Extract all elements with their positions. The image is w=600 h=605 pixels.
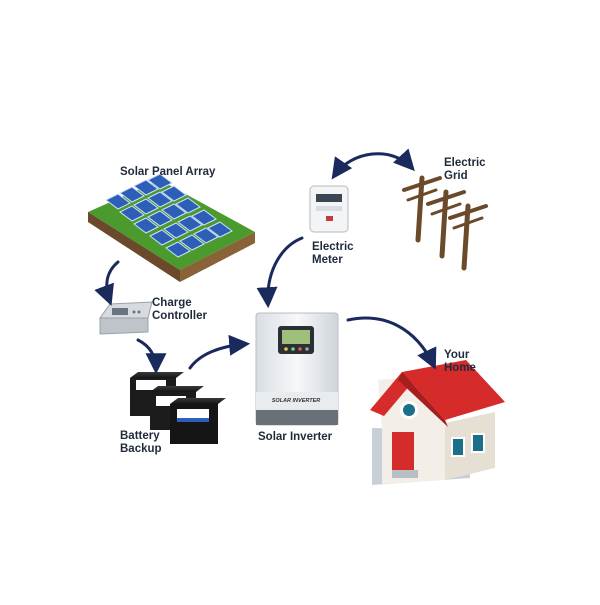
electric-grid-icon bbox=[402, 175, 488, 271]
label-charge-controller: Charge Controller bbox=[152, 297, 207, 323]
label-electric-meter: Electric Meter bbox=[312, 241, 354, 267]
arrow-meter-to-inverter bbox=[256, 236, 304, 309]
label-electric-grid-line2: Grid bbox=[444, 170, 468, 182]
arrow-battery-to-inverter bbox=[188, 334, 251, 370]
label-battery-backup-line2: Backup bbox=[120, 443, 162, 455]
label-electric-grid-line1: Electric bbox=[444, 157, 486, 169]
label-solar-panel-array-text: Solar Panel Array bbox=[120, 166, 216, 178]
label-battery-backup: Battery Backup bbox=[120, 430, 162, 456]
arrow-panel-to-controller bbox=[94, 260, 120, 306]
house-icon bbox=[370, 360, 505, 485]
label-battery-backup-line1: Battery bbox=[120, 430, 160, 442]
electric-meter-icon bbox=[309, 185, 349, 233]
label-your-home: Your Home bbox=[444, 349, 476, 375]
solar-inverter-icon: SOLAR INVERTER bbox=[255, 312, 339, 426]
arrow-grid-meter-bidirectional bbox=[331, 148, 415, 180]
arrow-controller-to-battery bbox=[136, 338, 167, 375]
label-your-home-line2: Home bbox=[444, 362, 476, 374]
arrow-inverter-to-home bbox=[346, 316, 437, 370]
label-charge-controller-line1: Charge bbox=[152, 297, 192, 309]
label-electric-meter-line2: Meter bbox=[312, 254, 343, 266]
label-solar-inverter: Solar Inverter bbox=[258, 431, 332, 444]
battery-backup-icon bbox=[130, 372, 226, 444]
label-electric-meter-line1: Electric bbox=[312, 241, 354, 253]
label-charge-controller-line2: Controller bbox=[152, 310, 207, 322]
charge-controller-icon bbox=[99, 301, 153, 335]
label-your-home-line1: Your bbox=[444, 349, 470, 361]
solar-panel-array-icon bbox=[88, 173, 255, 282]
label-solar-panel-array: Solar Panel Array bbox=[120, 166, 215, 179]
label-solar-inverter-text: Solar Inverter bbox=[258, 431, 333, 443]
inverter-brand-text: SOLAR INVERTER bbox=[272, 398, 321, 404]
label-electric-grid: Electric Grid bbox=[444, 157, 486, 183]
